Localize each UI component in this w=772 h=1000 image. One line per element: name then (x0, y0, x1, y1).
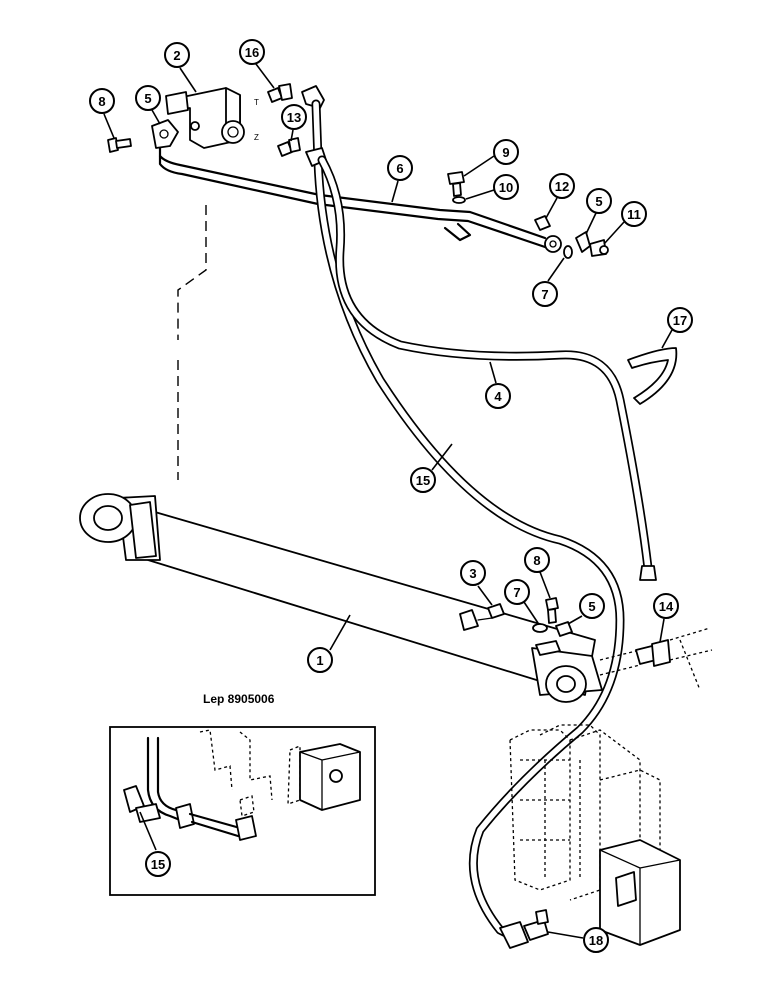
svg-text:16: 16 (245, 45, 259, 60)
bolt-top-left (107, 137, 132, 153)
svg-text:18: 18 (589, 933, 603, 948)
bolt-8-cylinder (545, 597, 559, 624)
callout-8-cylinder: 8 (524, 547, 551, 599)
hose-main (301, 85, 625, 945)
hydraulic-cylinder (79, 493, 603, 703)
callout-15-inset: 15 (139, 811, 171, 877)
svg-text:6: 6 (396, 161, 403, 176)
port-label-t: T (254, 98, 259, 107)
o-ring-7-right (563, 245, 573, 259)
callout-3: 3 (460, 560, 493, 606)
callout-5-cylinder: 5 (567, 593, 605, 625)
hose-end-fitting-18 (499, 909, 549, 949)
callout-7-cylinder: 7 (504, 579, 539, 624)
svg-text:5: 5 (595, 194, 602, 209)
svg-text:5: 5 (144, 91, 151, 106)
callout-5-top: 5 (135, 85, 161, 125)
flange-clamp-5-right (575, 231, 591, 253)
callout-8-top: 8 (89, 88, 115, 139)
svg-text:3: 3 (469, 566, 476, 581)
callout-4: 4 (485, 361, 511, 409)
svg-text:15: 15 (151, 857, 165, 872)
valve-block: T Z (151, 87, 259, 149)
control-valve-bank (509, 724, 681, 946)
svg-text:4: 4 (494, 389, 502, 404)
strap-clip (627, 347, 678, 405)
flange-clamp-5-cylinder (555, 621, 573, 637)
callout-14: 14 (653, 593, 679, 643)
svg-text:1: 1 (316, 653, 323, 668)
callout-12: 12 (545, 173, 575, 219)
tee-fitting-14 (599, 627, 713, 691)
rigid-tube (158, 146, 562, 253)
svg-text:7: 7 (541, 287, 548, 302)
callout-15-main: 15 (410, 443, 453, 493)
callout-1: 1 (307, 614, 351, 673)
callout-10: 10 (465, 174, 519, 200)
svg-text:12: 12 (555, 179, 569, 194)
svg-text:15: 15 (416, 473, 430, 488)
hose-secondary (305, 147, 657, 581)
callout-11: 11 (603, 201, 647, 245)
callout-9: 9 (463, 139, 519, 177)
svg-text:8: 8 (98, 94, 105, 109)
svg-text:10: 10 (499, 180, 513, 195)
bolt-9 (447, 171, 465, 197)
callout-5-right: 5 (585, 188, 612, 235)
callout-17: 17 (661, 307, 693, 349)
svg-text:9: 9 (502, 145, 509, 160)
svg-text:17: 17 (673, 313, 687, 328)
svg-text:11: 11 (627, 207, 641, 222)
dashed-outline (177, 205, 207, 480)
washer-10 (452, 196, 466, 204)
svg-text:5: 5 (588, 599, 595, 614)
callout-16: 16 (239, 39, 275, 89)
callout-6: 6 (387, 155, 413, 203)
port-label-z: Z (254, 133, 259, 142)
svg-text:2: 2 (173, 48, 180, 63)
callout-18: 18 (547, 927, 609, 953)
callout-13: 13 (281, 104, 307, 142)
adapter-fitting-small (277, 137, 301, 157)
callout-2: 2 (164, 42, 197, 93)
bolt-11 (589, 239, 609, 257)
svg-text:13: 13 (287, 110, 301, 125)
adapter-fitting (267, 83, 293, 103)
nut-12 (534, 215, 551, 231)
callout-7-right: 7 (532, 257, 565, 307)
svg-text:7: 7 (513, 585, 520, 600)
svg-text:8: 8 (533, 553, 540, 568)
o-ring-7-cylinder (532, 623, 548, 633)
svg-text:14: 14 (659, 599, 674, 614)
figure-caption: Lep 8905006 (203, 692, 275, 706)
nut-3 (487, 603, 505, 619)
